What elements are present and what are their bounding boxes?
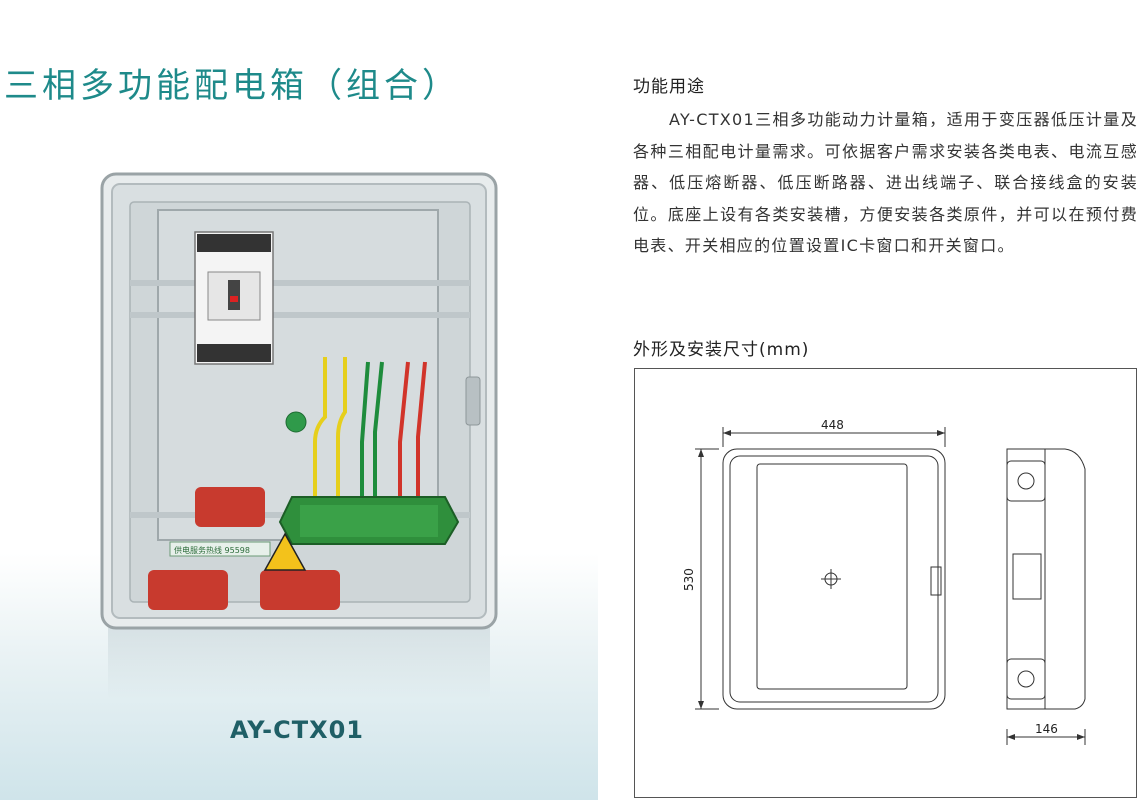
model-label: AY-CTX01 (230, 716, 364, 744)
terminal-block (278, 496, 460, 545)
dimension-drawing: 448 530 146 (682, 418, 1086, 745)
function-heading: 功能用途 (633, 77, 705, 97)
dimension-drawing-frame: 448 530 146 (634, 368, 1137, 798)
current-transformer (148, 487, 340, 610)
enclosure-image: 供电服务热线 95598 (100, 172, 498, 630)
circuit-breaker (194, 231, 274, 365)
height-dimension-label: 530 (682, 568, 696, 591)
depth-dimension-label: 146 (1035, 722, 1058, 736)
dimensions-heading: 外形及安装尺寸(mm) (633, 340, 810, 360)
product-photo-area: 供电服务热线 95598 AY-CTX01 (0, 150, 598, 800)
wires (313, 357, 427, 502)
enclosure-reflection (108, 620, 490, 700)
function-description: AY-CTX01三相多功能动力计量箱，适用于变压器低压计量及各种三相配电计量需求… (633, 110, 1138, 255)
hotline-sticker: 供电服务热线 95598 (174, 545, 250, 555)
page-title: 三相多功能配电箱（组合） (4, 66, 460, 106)
width-dimension-label: 448 (821, 418, 844, 432)
